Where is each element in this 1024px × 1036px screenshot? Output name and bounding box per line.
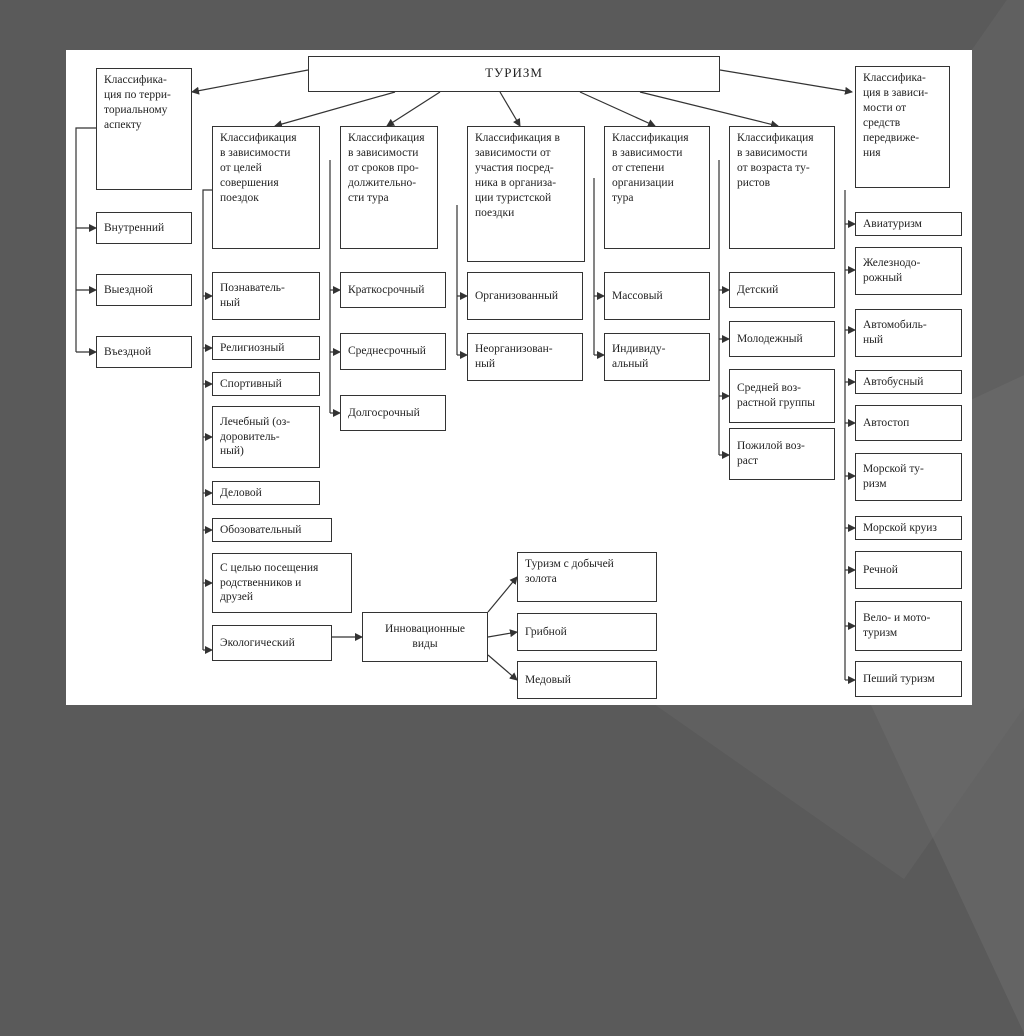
intermediary-item: Неорганизован- ный <box>467 333 583 381</box>
transport-item: Авиатуризм <box>855 212 962 236</box>
connector <box>274 91 396 128</box>
duration-item: Краткосрочный <box>340 272 446 308</box>
innovative-item: Грибной <box>517 613 657 651</box>
territorial-item: Въездной <box>96 336 192 368</box>
territorial-item: Внутренний <box>96 212 192 244</box>
innovative-heading: Инновационные виды <box>362 612 488 662</box>
transport-item: Вело- и мото- туризм <box>855 601 962 651</box>
transport-item: Морской ту- ризм <box>855 453 962 501</box>
organization-heading: Классификация в зависимости от степени о… <box>604 126 710 249</box>
goals-item: Деловой <box>212 481 320 505</box>
innovative-item: Туризм с добычей золота <box>517 552 657 602</box>
goals-item: Познаватель- ный <box>212 272 320 320</box>
territorial-item: Выездной <box>96 274 192 306</box>
connector <box>386 91 441 127</box>
connector <box>499 91 521 127</box>
transport-heading: Классифика- ция в зависи- мости от средс… <box>855 66 950 188</box>
connector <box>487 629 518 638</box>
transport-item: Морской круиз <box>855 516 962 540</box>
age-heading: Классификация в зависимости от возраста … <box>729 126 835 249</box>
goals-item: Религиозный <box>212 336 320 360</box>
connector <box>202 189 212 650</box>
duration-item: Долгосрочный <box>340 395 446 431</box>
connector <box>719 69 853 95</box>
root-node: ТУРИЗМ <box>308 56 720 92</box>
transport-item: Автостоп <box>855 405 962 441</box>
goals-item: С целью посещения родственников и друзей <box>212 553 352 613</box>
transport-item: Автобусный <box>855 370 962 394</box>
duration-heading: Классификация в зависимости от сроков пр… <box>340 126 438 249</box>
connector <box>75 127 96 352</box>
transport-item: Речной <box>855 551 962 589</box>
goals-item: Спортивный <box>212 372 320 396</box>
connector <box>487 654 518 681</box>
age-item: Пожилой воз- раст <box>729 428 835 480</box>
intermediary-heading: Классификация в зависимости от участия п… <box>467 126 585 262</box>
connector <box>487 576 518 613</box>
goals-item: Лечебный (оз- доровитель- ный) <box>212 406 320 468</box>
connector <box>579 91 656 127</box>
age-item: Детский <box>729 272 835 308</box>
organization-item: Индивиду- альный <box>604 333 710 381</box>
transport-item: Автомобиль- ный <box>855 309 962 357</box>
connector <box>639 91 779 129</box>
organization-item: Массовый <box>604 272 710 320</box>
diagram-connectors <box>75 69 856 684</box>
intermediary-item: Организованный <box>467 272 583 320</box>
innovative-item: Медовый <box>517 661 657 699</box>
connector <box>191 69 309 95</box>
age-item: Молодежный <box>729 321 835 357</box>
goals-heading: Классификация в зависимости от целей сов… <box>212 126 320 249</box>
territorial-heading: Классифика- ция по терри- ториальному ас… <box>96 68 192 190</box>
transport-item: Пеший туризм <box>855 661 962 697</box>
transport-item: Железнодо- рожный <box>855 247 962 295</box>
goals-item: Экологический <box>212 625 332 661</box>
age-item: Средней воз- растной группы <box>729 369 835 423</box>
goals-item: Обозовательный <box>212 518 332 542</box>
duration-item: Среднесрочный <box>340 333 446 370</box>
